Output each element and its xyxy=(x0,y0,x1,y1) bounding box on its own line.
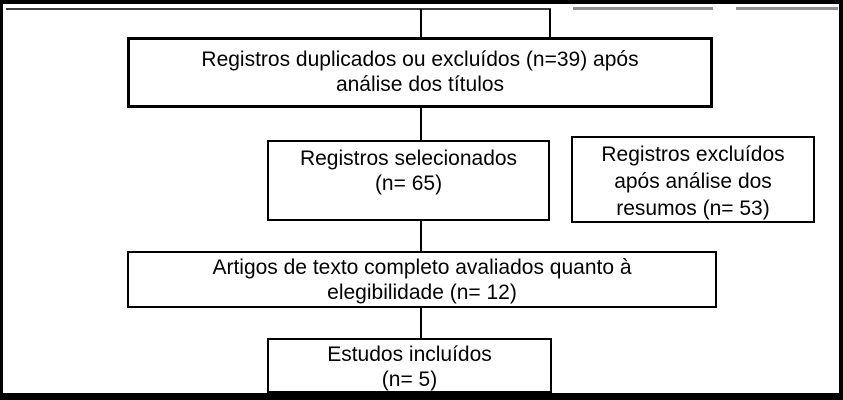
truncated-box-left-edge xyxy=(420,9,422,38)
flow-box-studies-included: Estudos incluídos (n= 5) xyxy=(267,338,552,393)
connector-titles-to-selected xyxy=(420,108,422,141)
box-text-line: (n= 5) xyxy=(381,368,438,391)
box-text-line: Estudos incluídos xyxy=(327,343,492,366)
connector-fulltext-to-included xyxy=(420,307,422,339)
flow-box-records-selected: Registros selecionados (n= 65) xyxy=(267,140,550,221)
connector-selected-to-fulltext xyxy=(420,220,422,252)
box-text-line: elegibilidade (n= 12) xyxy=(327,281,517,304)
box-text-line: após análise dos xyxy=(614,170,772,193)
box-text-line: Registros duplicados ou excluídos (n=39)… xyxy=(201,48,639,71)
truncated-box-right-edge xyxy=(549,9,551,38)
truncated-top-line-gray-1 xyxy=(573,7,713,10)
box-text-line: Registros excluídos xyxy=(601,143,785,166)
truncated-top-line-left xyxy=(6,8,551,10)
box-text-line: (n= 65) xyxy=(374,172,443,195)
box-text-line: Artigos de texto completo avaliados quan… xyxy=(212,256,632,279)
box-text-line: Registros selecionados xyxy=(299,147,518,170)
flow-box-abstracts-excluded: Registros excluídos após análise dos res… xyxy=(571,136,815,223)
flow-box-titles-excluded: Registros duplicados ou excluídos (n=39)… xyxy=(127,37,713,108)
truncated-top-line-gray-2 xyxy=(736,7,838,10)
box-text-line: resumos (n= 53) xyxy=(616,197,770,220)
flow-box-fulltext-assessed: Artigos de texto completo avaliados quan… xyxy=(127,251,717,308)
box-text-line: análise dos títulos xyxy=(335,73,505,96)
